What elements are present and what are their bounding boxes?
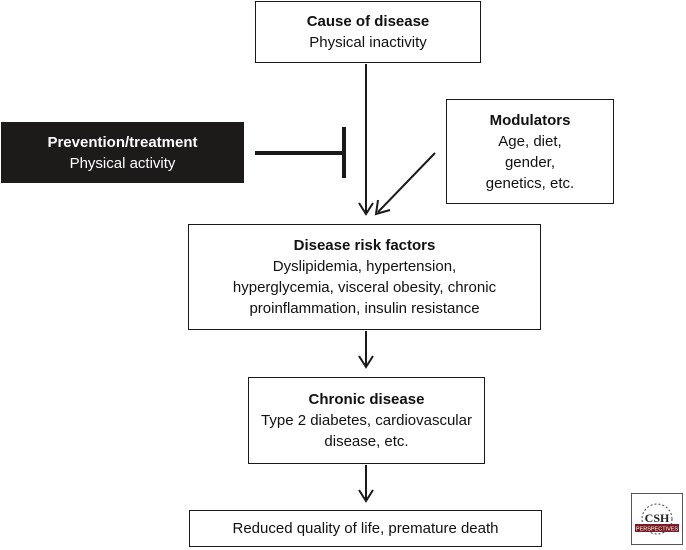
chronic-disease-line-2: disease, etc. (324, 433, 409, 450)
risk-factors-line-3: proinflammation, insulin resistance (249, 300, 480, 317)
arrow-cause-to-risk-head (358, 202, 374, 216)
risk-factors-title: Disease risk factors (293, 237, 436, 254)
logo-text-bottom: PERSPECTIVES (636, 527, 679, 533)
chronic-disease-line-1: Type 2 diabetes, cardiovascular (261, 412, 472, 429)
modulators-title: Modulators (489, 111, 571, 129)
csh-perspectives-logo: CSH PERSPECTIVES (631, 493, 683, 545)
modulators-line-1: Age, diet, (498, 132, 562, 150)
risk-factors-box: Disease risk factors Dyslipidemia, hyper… (188, 224, 541, 330)
outcome-line: Reduced quality of life, premature death (232, 520, 499, 537)
logo-text-top: CSH (645, 511, 670, 525)
prevention-box: Prevention/treatment Physical activity (1, 122, 244, 183)
outcome-box: Reduced quality of life, premature death (189, 510, 542, 547)
arrow-risk-to-chronic-head (358, 355, 374, 369)
cause-title: Cause of disease (306, 13, 430, 30)
chronic-disease-box: Chronic disease Type 2 diabetes, cardiov… (248, 377, 485, 464)
prevention-line: Physical activity (69, 154, 176, 172)
chronic-disease-title: Chronic disease (308, 391, 425, 408)
arrow-modulators-to-risk (377, 152, 436, 213)
modulators-box: Modulators Age, diet, gender, genetics, … (446, 99, 614, 204)
prevention-title: Prevention/treatment (47, 133, 198, 151)
cause-line: Physical inactivity (309, 34, 427, 51)
arrow-modulators-to-risk-head (374, 199, 391, 216)
modulators-line-2: gender, (504, 153, 556, 171)
cause-box: Cause of disease Physical inactivity (255, 1, 481, 63)
risk-factors-line-2: hyperglycemia, visceral obesity, chronic (232, 279, 497, 296)
arrow-chronic-to-outcome-head (358, 489, 374, 503)
modulators-line-3: genetics, etc. (485, 174, 575, 192)
risk-factors-line-1: Dyslipidemia, hypertension, (272, 258, 457, 275)
csh-logo-icon: CSH PERSPECTIVES (635, 503, 679, 535)
